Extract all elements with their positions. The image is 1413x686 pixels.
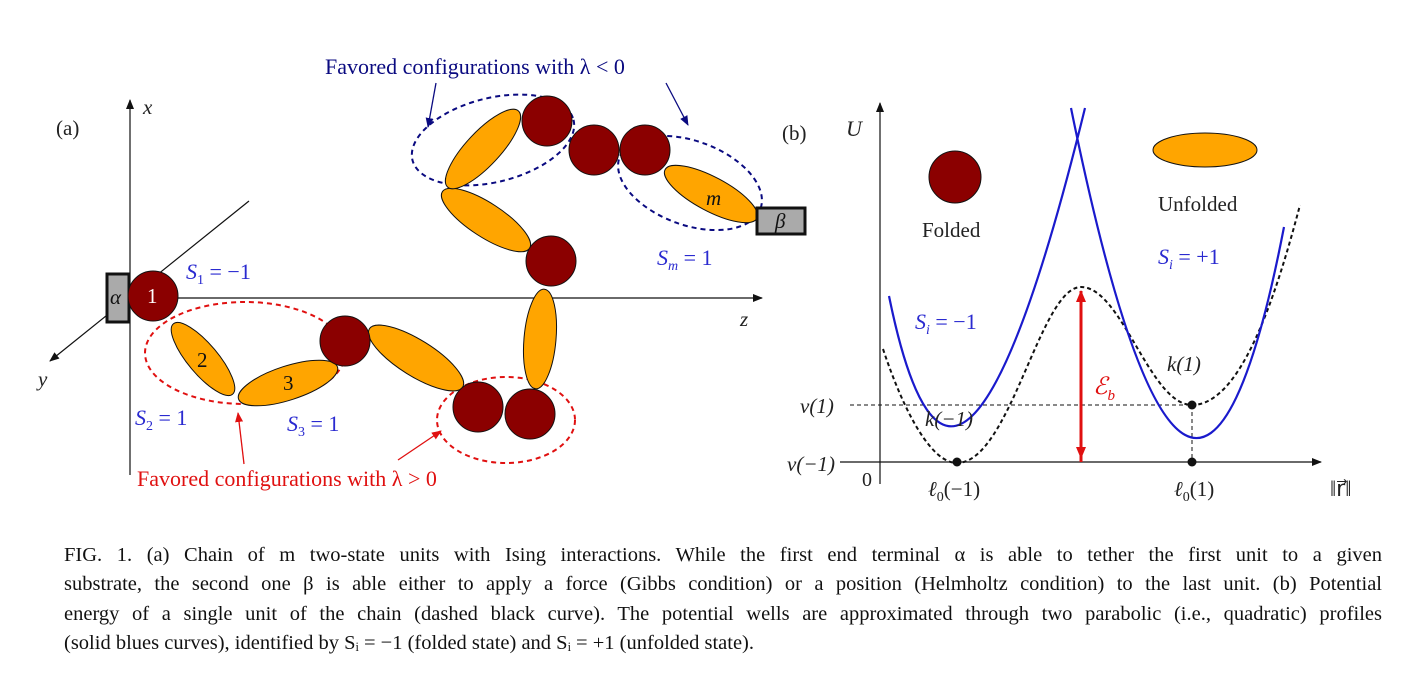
legend-unfolded-label: Unfolded [1158, 192, 1238, 216]
alpha-label: α [110, 285, 122, 309]
folded-unit [521, 95, 573, 147]
potential-energy-curve [882, 204, 1301, 465]
v1-label: v(1) [800, 394, 834, 418]
caption-line-4: (solid blues curves), identified by Sᵢ =… [64, 631, 755, 654]
figure-caption: FIG. 1. (a) Chain of m two-state units w… [64, 541, 1382, 658]
unfolded-unit [522, 288, 558, 390]
unit-m-label: m [706, 186, 721, 210]
sm-label: Sm = 1 [657, 245, 713, 274]
favored-pos-label: Favored configurations with λ > 0 [137, 466, 437, 491]
unfolded-unit-2 [170, 321, 236, 397]
parabola-folded [887, 107, 1087, 428]
point-min-unfolded [1187, 400, 1197, 410]
z-axis-label: z [739, 307, 748, 331]
si-pos-label: Si = +1 [1158, 244, 1220, 273]
point-l0-1-axis [1187, 457, 1197, 467]
unfolded-unit [444, 108, 522, 190]
unit-1-label: 1 [147, 284, 158, 308]
s1-label: S1 = −1 [186, 259, 251, 288]
favored-pos-arrow-2 [397, 430, 442, 461]
parabola-unfolded [1069, 107, 1286, 440]
si-neg-label: Si = −1 [915, 309, 977, 338]
s3-label: S3 = 1 [287, 411, 339, 440]
l01-label: ℓ0(1) [1174, 477, 1214, 505]
km1-label: k(−1) [925, 407, 973, 431]
unit-2-label: 2 [197, 348, 208, 372]
beta-label: β [774, 209, 786, 233]
favored-neg-arrow-2 [665, 82, 689, 126]
barrier-label: ℰb [1093, 374, 1116, 404]
folded-unit [525, 235, 577, 287]
u-axis-label: U [846, 116, 864, 141]
unfolded-unit [367, 324, 465, 392]
folded-unit [504, 388, 556, 440]
panel-a: (a) x z y α [36, 54, 807, 491]
caption-line-2: substrate, the second one β is able eith… [64, 573, 1382, 596]
s2-label: S2 = 1 [135, 405, 187, 434]
figure-1: (a) x z y α [36, 54, 1351, 505]
folded-unit [619, 124, 671, 176]
favored-neg-ellipse-1 [410, 93, 576, 187]
unit-3-label: 3 [283, 371, 294, 395]
unfolded-unit-3 [237, 359, 339, 407]
panel-a-label: (a) [56, 116, 79, 140]
favored-neg-label: Favored configurations with λ < 0 [325, 54, 625, 79]
y-axis-label: y [36, 367, 48, 391]
origin-zero: 0 [862, 469, 872, 491]
favored-pos-ellipse-2 [436, 376, 576, 464]
favored-neg-arrow-1 [425, 82, 437, 128]
folded-unit [568, 124, 620, 176]
legend-unfolded-icon [1152, 132, 1258, 168]
caption-line-1: FIG. 1. (a) Chain of m two-state units w… [64, 544, 1382, 566]
folded-unit-1 [127, 270, 179, 322]
unfolded-unit [440, 187, 532, 253]
panel-b-label: (b) [782, 121, 807, 145]
x-axis-label: x [142, 95, 153, 119]
caption-line-3: energy of a single unit of the chain (da… [64, 602, 1382, 625]
terminal-beta [755, 206, 807, 236]
chain [127, 95, 759, 440]
panel-b: (b) U ‖r⃗‖ 0 Folded Unfolded ℰb v(1) v(−… [782, 102, 1351, 505]
r-axis-label: ‖r⃗‖ [1330, 476, 1351, 501]
favored-pos-arrow-1 [235, 412, 245, 465]
legend-folded-label: Folded [922, 218, 981, 242]
legend-folded-icon [928, 150, 982, 204]
folded-unit [452, 381, 504, 433]
point-l0-minus1 [952, 457, 962, 467]
vm1-label: v(−1) [787, 452, 835, 476]
l0m1-label: ℓ0(−1) [928, 477, 980, 505]
folded-unit [319, 315, 371, 367]
k1-label: k(1) [1167, 352, 1201, 376]
